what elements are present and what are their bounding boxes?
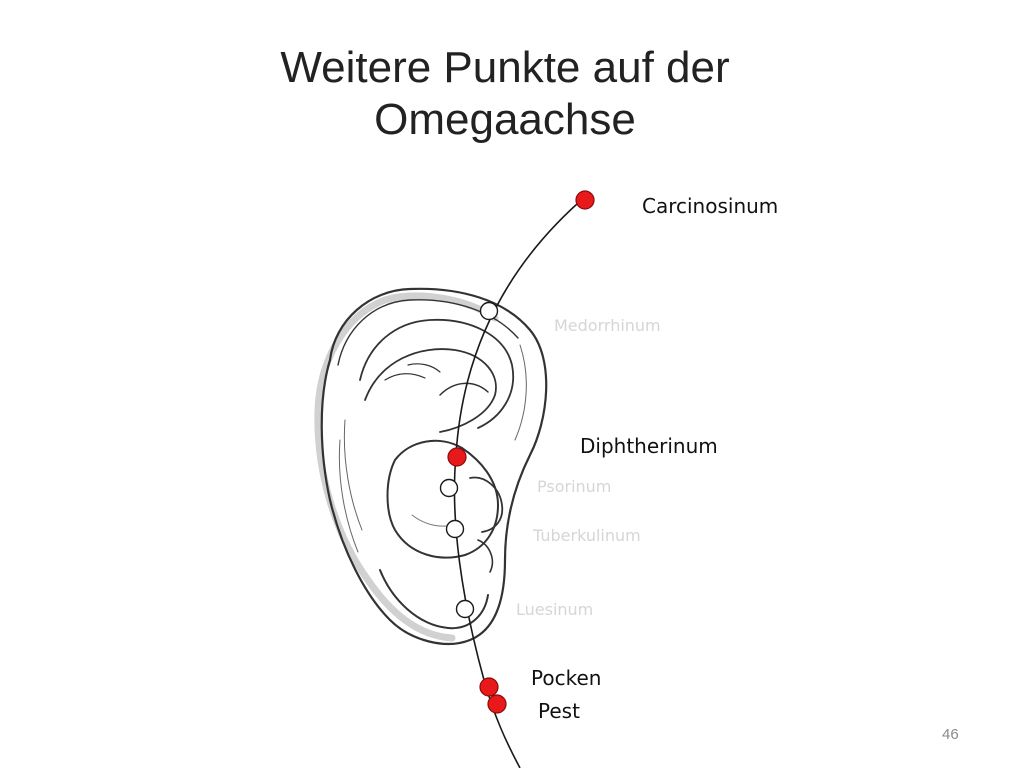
slide-title-line-2: Omegaachse xyxy=(374,95,636,144)
diphtherinum-point xyxy=(447,447,467,467)
slide-title: Weitere Punkte auf der Omegaachse xyxy=(0,42,1010,146)
ear-sketch-stroke-1 xyxy=(343,419,363,531)
ear-concha xyxy=(386,439,499,559)
ear-antihelix xyxy=(364,348,497,433)
tuberkulinum-label: Tuberkulinum xyxy=(533,526,641,545)
ear-antihelix-crus xyxy=(439,382,489,396)
ear-antitragus xyxy=(477,539,494,573)
ear-lobe xyxy=(379,569,489,630)
diphtherinum-label: Diphtherinum xyxy=(580,434,718,458)
psorinum-point xyxy=(439,478,459,498)
ear-fossa-line-2 xyxy=(384,373,426,381)
page-number: 46 xyxy=(942,726,959,743)
ear-illustration xyxy=(314,287,548,645)
ear-helix-shading xyxy=(314,292,499,642)
slide-title-line-1: Weitere Punkte auf der xyxy=(280,43,730,92)
ear-scapha xyxy=(359,319,514,429)
tuberkulinum-point xyxy=(445,519,465,539)
ear-sketch-stroke-3 xyxy=(514,344,527,441)
pest-point xyxy=(487,694,507,714)
luesinum-label: Luesinum xyxy=(516,600,594,619)
pest-label: Pest xyxy=(538,699,580,723)
luesinum-point xyxy=(455,599,475,619)
carcinosinum-label: Carcinosinum xyxy=(642,194,779,218)
ear-fossa-line-1 xyxy=(407,363,441,373)
ear-helix-outer xyxy=(320,287,548,645)
ear-sketch-stroke-2 xyxy=(338,439,359,553)
ear-tragus xyxy=(469,476,504,533)
carcinosinum-point xyxy=(575,190,595,210)
medorrhinum-point xyxy=(479,301,499,321)
medorrhinum-label: Medorrhinum xyxy=(554,316,661,335)
pocken-label: Pocken xyxy=(531,666,602,690)
psorinum-label: Psorinum xyxy=(537,477,612,496)
pocken-point xyxy=(479,677,499,697)
